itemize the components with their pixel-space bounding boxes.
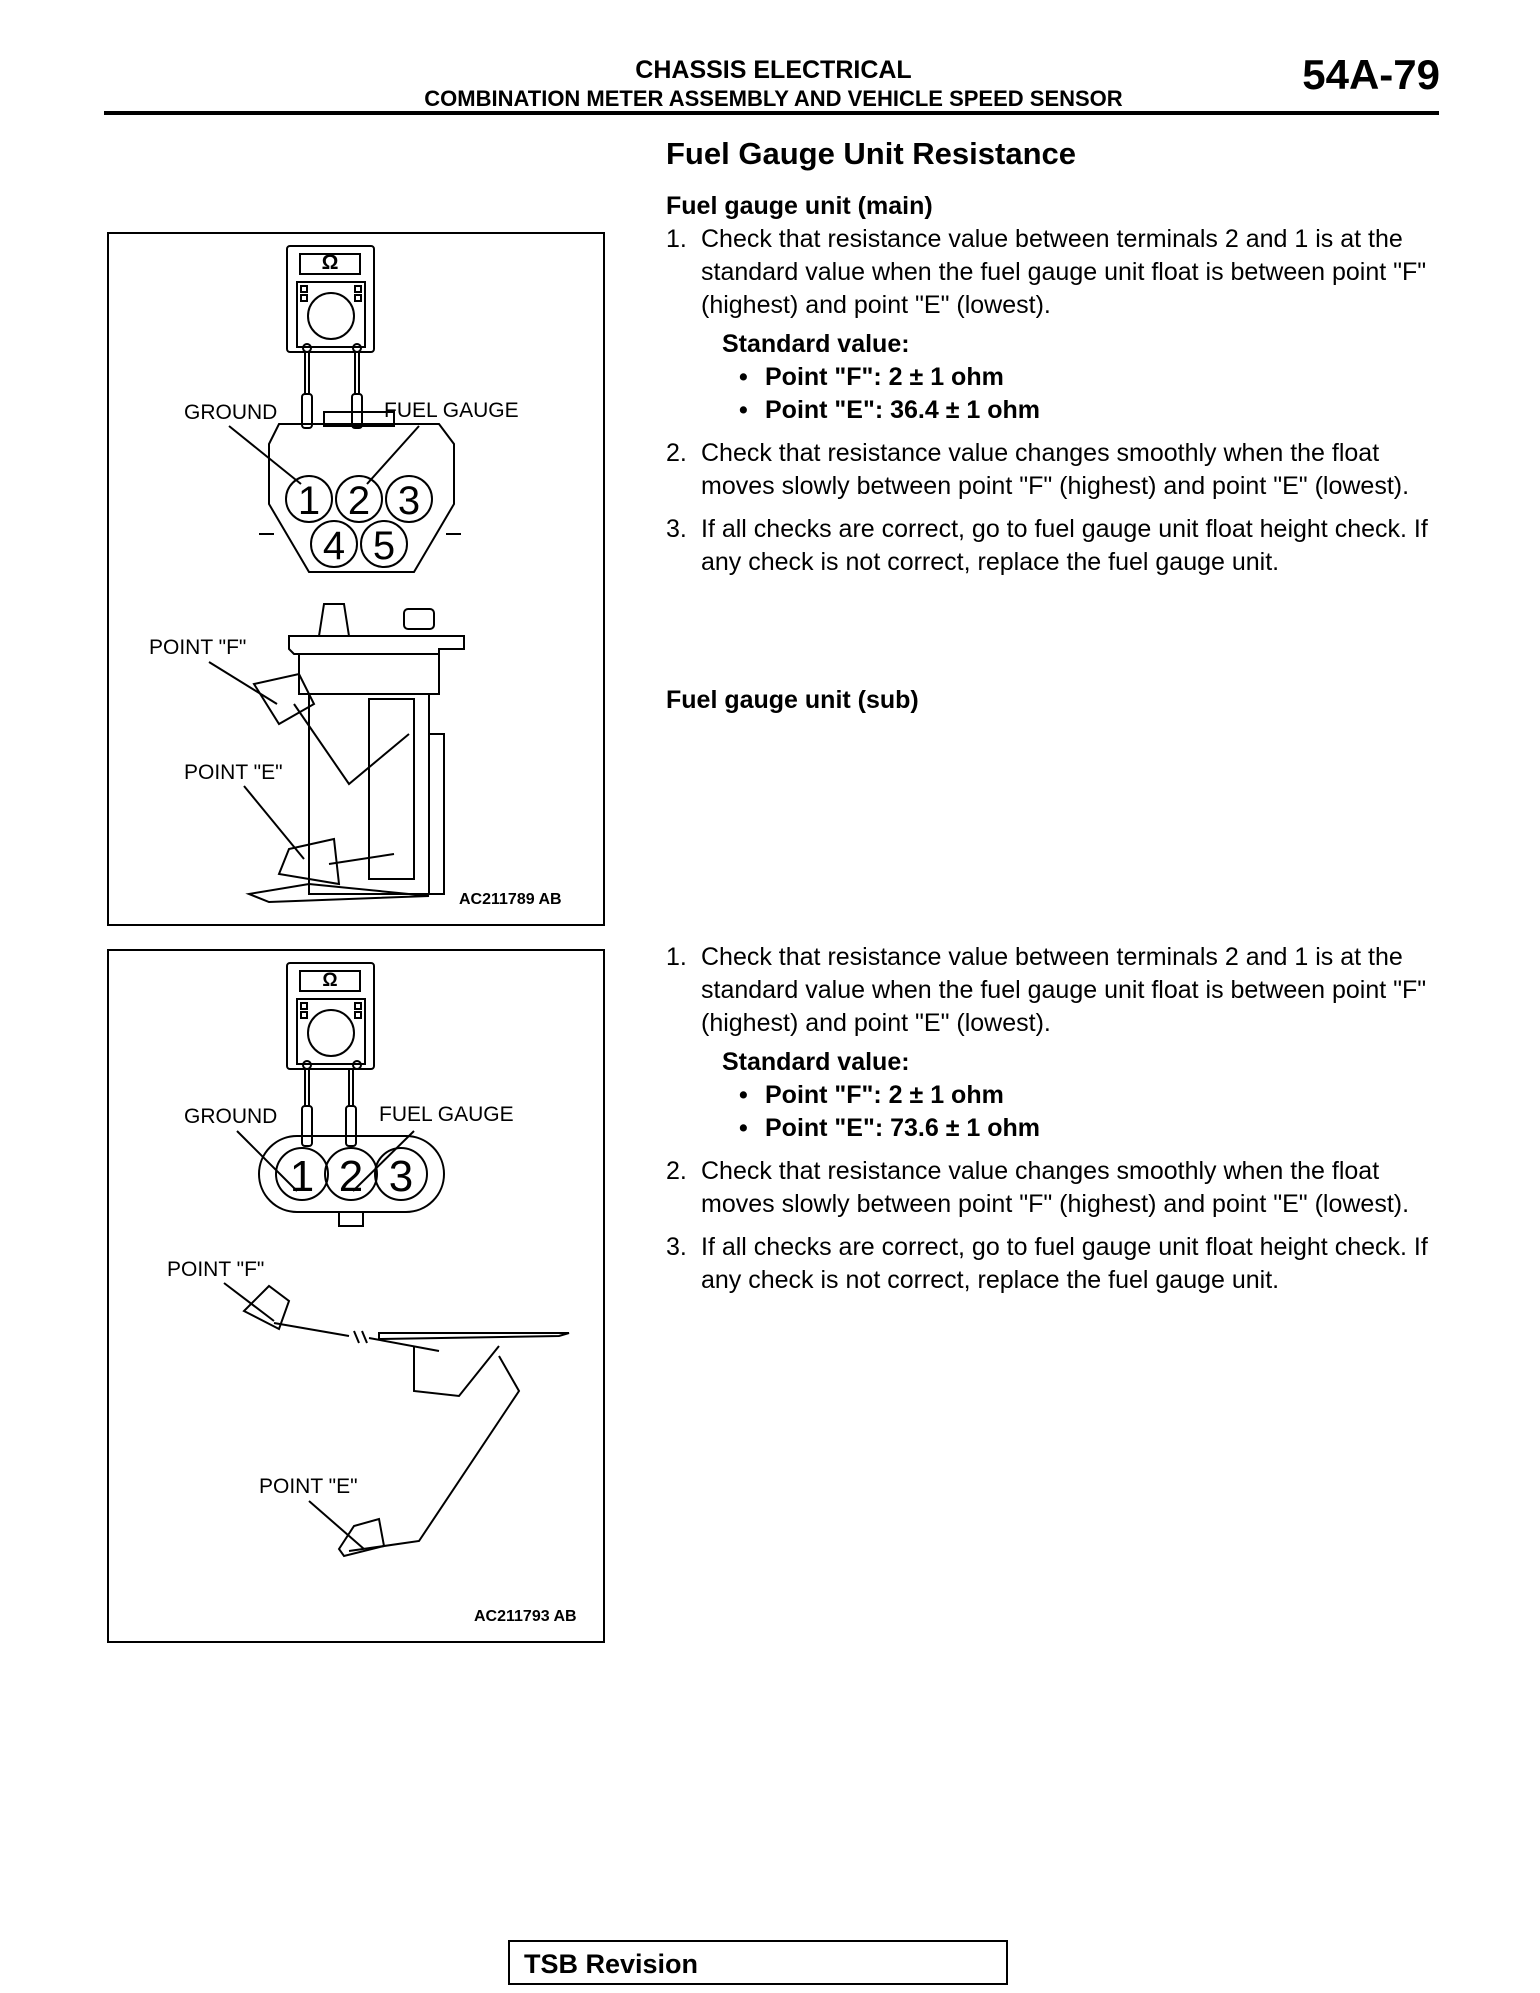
fuel-gauge-label: FUEL GAUGE — [379, 1103, 514, 1126]
sub-unit-heading: Fuel gauge unit (sub) — [666, 686, 919, 714]
standard-value-item: Point "F": 2 ± 1 ohm — [722, 1079, 1446, 1112]
chapter-title: CHASSIS ELECTRICAL — [635, 56, 912, 84]
step-number: 2. — [666, 439, 687, 467]
tsb-revision-box: TSB Revision — [508, 1940, 1008, 1985]
three-pin-connector — [258, 1135, 445, 1227]
point-f-label: POINT "F" — [149, 636, 246, 659]
header-rule — [104, 111, 1439, 115]
sub-unit-diagram: Ω 1 2 3 GROUND FUEL GAUGE POINT "F" POIN — [167, 962, 577, 1625]
section-title: Fuel Gauge Unit Resistance — [666, 136, 1076, 171]
step-text: Check that resistance value between term… — [701, 943, 1427, 1037]
ohm-symbol: Ω — [322, 970, 337, 991]
terminal-label: 2 — [339, 1152, 363, 1201]
step-number: 1. — [666, 943, 687, 971]
terminal-label: 3 — [389, 1152, 413, 1201]
terminal-label: 2 — [348, 479, 370, 523]
page-number: 54A-79 — [1302, 51, 1440, 98]
section-subtitle: COMBINATION METER ASSEMBLY AND VEHICLE S… — [424, 86, 1123, 111]
point-e-label: POINT "E" — [184, 761, 283, 784]
figure-code: AC211793 AB — [474, 1608, 577, 1625]
terminal-label: 4 — [323, 524, 345, 568]
step-text: If all checks are correct, go to fuel ga… — [701, 1233, 1428, 1294]
sender-float-arm — [242, 1284, 570, 1558]
ground-label: GROUND — [184, 401, 277, 424]
terminal-label: 1 — [298, 479, 320, 523]
sub-step-1: 1. Check that resistance value between t… — [666, 941, 1446, 1145]
step-number: 1. — [666, 225, 687, 253]
five-pin-connector — [259, 411, 461, 573]
sub-step-2: 2. Check that resistance value changes s… — [666, 1155, 1446, 1221]
multimeter-icon — [286, 245, 375, 353]
main-step-1: 1. Check that resistance value between t… — [666, 223, 1446, 427]
terminal-label: 3 — [398, 479, 420, 523]
standard-value-item: Point "E": 73.6 ± 1 ohm — [722, 1112, 1446, 1145]
fuel-pump-assembly — [245, 603, 465, 904]
sub-unit-steps: 1. Check that resistance value between t… — [666, 941, 1446, 1307]
main-unit-steps: 1. Check that resistance value between t… — [666, 223, 1446, 589]
step-text: Check that resistance value changes smoo… — [701, 1157, 1410, 1218]
figure-main-unit: Ω 1 2 3 4 5 GROUND FUEL GAUGE — [107, 232, 605, 926]
main-step-2: 2. Check that resistance value changes s… — [666, 437, 1446, 503]
fuel-gauge-label: FUEL GAUGE — [384, 399, 519, 422]
step-number: 3. — [666, 1233, 687, 1261]
standard-value-label: Standard value: — [722, 330, 910, 358]
sub-step-3: 3. If all checks are correct, go to fuel… — [666, 1231, 1446, 1297]
point-f-label: POINT "F" — [167, 1258, 264, 1281]
ground-label: GROUND — [184, 1105, 277, 1128]
standard-value-item: Point "F": 2 ± 1 ohm — [722, 361, 1446, 394]
multimeter-icon — [286, 962, 375, 1070]
step-text: Check that resistance value between term… — [701, 225, 1427, 319]
step-number: 3. — [666, 515, 687, 543]
terminal-label: 5 — [373, 524, 395, 568]
main-unit-diagram: Ω 1 2 3 4 5 GROUND FUEL GAUGE — [149, 245, 562, 908]
main-step-3: 3. If all checks are correct, go to fuel… — [666, 513, 1446, 579]
figure-code: AC211789 AB — [459, 891, 562, 908]
step-text: If all checks are correct, go to fuel ga… — [701, 515, 1428, 576]
step-number: 2. — [666, 1157, 687, 1185]
terminal-label: 1 — [290, 1152, 314, 1201]
ohm-symbol: Ω — [322, 251, 339, 274]
standard-value-block: Standard value: Point "F": 2 ± 1 ohm Poi… — [722, 1046, 1446, 1145]
standard-value-item: Point "E": 36.4 ± 1 ohm — [722, 394, 1446, 427]
step-text: Check that resistance value changes smoo… — [701, 439, 1410, 500]
standard-value-block: Standard value: Point "F": 2 ± 1 ohm Poi… — [722, 328, 1446, 427]
main-unit-heading: Fuel gauge unit (main) — [666, 192, 933, 220]
figure-sub-unit: Ω 1 2 3 GROUND FUEL GAUGE POINT "F" POIN — [107, 949, 605, 1643]
point-e-label: POINT "E" — [259, 1475, 358, 1498]
tsb-revision-label: TSB Revision — [524, 1949, 699, 1979]
standard-value-label: Standard value: — [722, 1048, 910, 1076]
